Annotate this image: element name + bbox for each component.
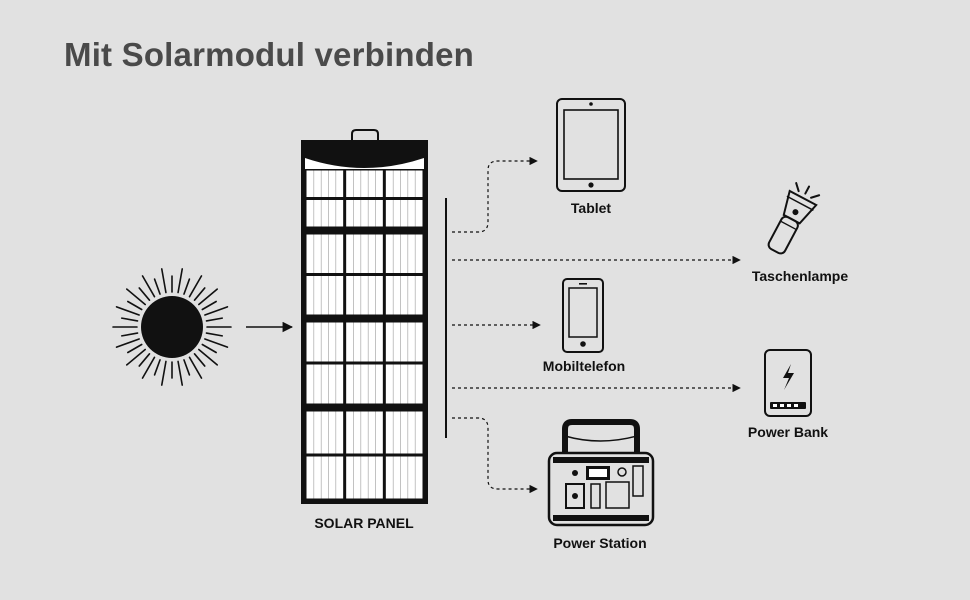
power-bank-icon [764, 349, 812, 417]
connector-tablet [452, 156, 538, 233]
device-label-power-bank: Power Bank [747, 424, 829, 440]
sun-icon [112, 268, 232, 386]
device-label-flashlight: Taschenlampe [751, 268, 849, 284]
tablet-icon [556, 98, 626, 192]
device-label-tablet: Tablet [570, 200, 612, 216]
connector-power-station [452, 417, 538, 494]
page-title: Mit Solarmodul verbinden [64, 36, 475, 73]
flashlight-icon [767, 182, 821, 255]
solar-panel-label: SOLAR PANEL [314, 515, 414, 531]
device-label-power-station: Power Station [553, 535, 647, 551]
smartphone-icon [562, 278, 604, 353]
solar-panel-icon [301, 129, 428, 504]
power-station-icon [547, 419, 655, 527]
device-label-smartphone: Mobiltelefon [542, 358, 626, 374]
